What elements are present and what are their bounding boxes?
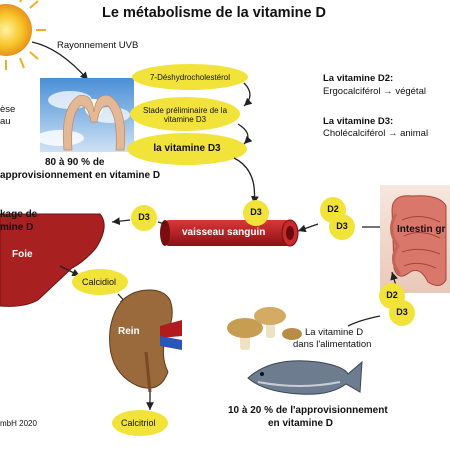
storage-line2: mine D [0, 222, 34, 233]
uvb-label: Rayonnement UVB [57, 40, 139, 51]
intestine-label: Intestin gr [397, 224, 446, 235]
sun-icon [0, 0, 46, 70]
food-share-line2: en vitamine D [268, 418, 334, 429]
food-label-line2: dans l'alimentation [293, 339, 372, 350]
step-previtamin-d3: Stade préliminaire de la vitamine D3 [142, 106, 228, 124]
badge-d2-bottom-label: D2 [386, 290, 398, 300]
badge-d3-vessel-label: D3 [250, 207, 262, 217]
skin-synthesis-line2: au [0, 116, 11, 127]
arrow-to-vessel [233, 157, 259, 205]
d2-title: La vitamine D2: [323, 73, 394, 84]
badge-d3-vessel [243, 200, 269, 226]
food-share-line1: 10 à 20 % de l'approvisionnement [228, 405, 388, 416]
badge-d3-liver [131, 205, 157, 231]
badge-d3-bottom [389, 300, 415, 326]
blood-vessel-label: vaisseau sanguin [182, 227, 266, 238]
badge-d3-top-label: D3 [336, 221, 348, 231]
d2-text: Ergocalciférol → végétal [323, 86, 426, 97]
storage-line1: kage de [0, 209, 38, 220]
arrow-liver-to-calcidiol [59, 265, 81, 277]
d3-title: La vitamine D3: [323, 116, 394, 127]
oval-vitamin-d3 [127, 133, 247, 165]
arrow-line-food [347, 315, 381, 327]
mushrooms-image [227, 307, 302, 350]
skin-synthesis-line1: èse [0, 104, 16, 115]
badge-d3-top [329, 214, 355, 240]
oval-calcitriol [112, 410, 168, 436]
fish-image [247, 360, 363, 395]
kidney-illustration [109, 289, 182, 393]
oval-previtamin-d3 [130, 97, 240, 131]
oval-7-dehydrocholesterol [132, 64, 248, 90]
sky-hands-photo [36, 78, 134, 152]
kidney-label: Rein [118, 326, 140, 337]
liver-illustration [0, 213, 105, 307]
calcitriol-label: Calcitriol [121, 418, 156, 428]
d3-text: Cholécalciférol → animal [323, 128, 429, 139]
badge-d3-liver-label: D3 [138, 212, 150, 222]
food-label-line1: La vitamine D [305, 327, 364, 338]
arrow-intestine-to-vessel [297, 223, 319, 233]
intestine-image [380, 185, 450, 293]
page-title: Le métabolisme de la vitamine D [102, 5, 327, 21]
arrow-step2 [237, 123, 253, 145]
calcidiol-label: Calcidiol [82, 277, 117, 287]
sun-share-line1: 80 à 90 % de [45, 157, 105, 168]
sun-share-line2: approvisionnement en vitamine D [0, 170, 161, 181]
copyright-text: mbH 2020 [0, 419, 37, 428]
liver-label: Foie [12, 249, 33, 260]
step-7-dehydrocholesterol: 7-Déshydrocholestérol [149, 73, 231, 82]
arrow-line-vessel [157, 221, 166, 225]
blood-vessel [160, 219, 299, 247]
badge-d3-bottom-label: D3 [396, 307, 408, 317]
badge-d2-top-label: D2 [327, 204, 339, 214]
uvb-arrow [31, 41, 89, 81]
step-vitamin-d3: la vitamine D3 [153, 143, 221, 154]
arrow-step1 [243, 82, 253, 107]
arrow-vessel-to-liver [111, 217, 131, 226]
oval-calcidiol [72, 269, 128, 295]
